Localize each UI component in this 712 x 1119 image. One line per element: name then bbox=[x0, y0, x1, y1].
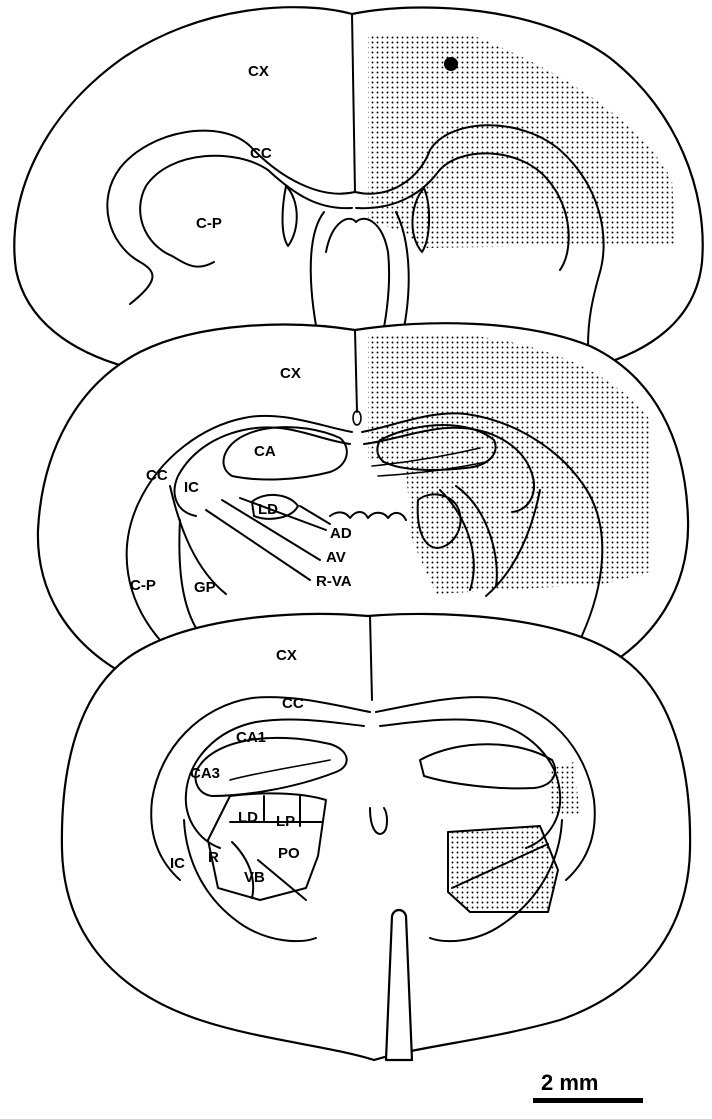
label-ld-caudal: LD bbox=[238, 809, 258, 826]
label-cx-caudal: CX bbox=[276, 647, 297, 664]
label-ad-middle: AD bbox=[330, 525, 352, 542]
label-lp-caudal: LP bbox=[276, 813, 295, 830]
label-gp-middle: GP bbox=[194, 579, 216, 596]
label-cc-middle: CC bbox=[146, 467, 168, 484]
label-cp-middle: C-P bbox=[130, 577, 156, 594]
label-cx-rostral: CX bbox=[248, 63, 269, 80]
label-cx-middle: CX bbox=[280, 365, 301, 382]
label-ca-middle: CA bbox=[254, 443, 276, 460]
section-caudal-outline bbox=[62, 614, 690, 1060]
label-r-caudal: R bbox=[208, 849, 219, 866]
label-av-middle: AV bbox=[326, 549, 346, 566]
label-cc-rostral: CC bbox=[250, 145, 272, 162]
label-cp-rostral: C-P bbox=[196, 215, 222, 232]
label-ca3-caudal: CA3 bbox=[190, 765, 220, 782]
stipple-lesion-rostral bbox=[368, 36, 676, 248]
label-ic-caudal: IC bbox=[170, 855, 185, 872]
scale-bar-label: 2 mm bbox=[541, 1070, 598, 1095]
section-rostral: CX CC C-P bbox=[14, 7, 702, 368]
label-rva-middle: R-VA bbox=[316, 573, 352, 590]
label-ld-middle: LD bbox=[258, 501, 278, 518]
label-vb-caudal: VB bbox=[244, 869, 265, 886]
scale-bar-line bbox=[533, 1098, 643, 1103]
section-caudal: CX CC CA1 CA3 LD LP IC R PO VB bbox=[62, 614, 690, 1060]
lesion-marker-dot bbox=[444, 57, 458, 71]
label-po-caudal: PO bbox=[278, 845, 300, 862]
label-ic-middle: IC bbox=[184, 479, 199, 496]
scale-bar: 2 mm bbox=[533, 1070, 643, 1103]
label-cc-caudal: CC bbox=[282, 695, 304, 712]
label-ca1-caudal: CA1 bbox=[236, 729, 266, 746]
